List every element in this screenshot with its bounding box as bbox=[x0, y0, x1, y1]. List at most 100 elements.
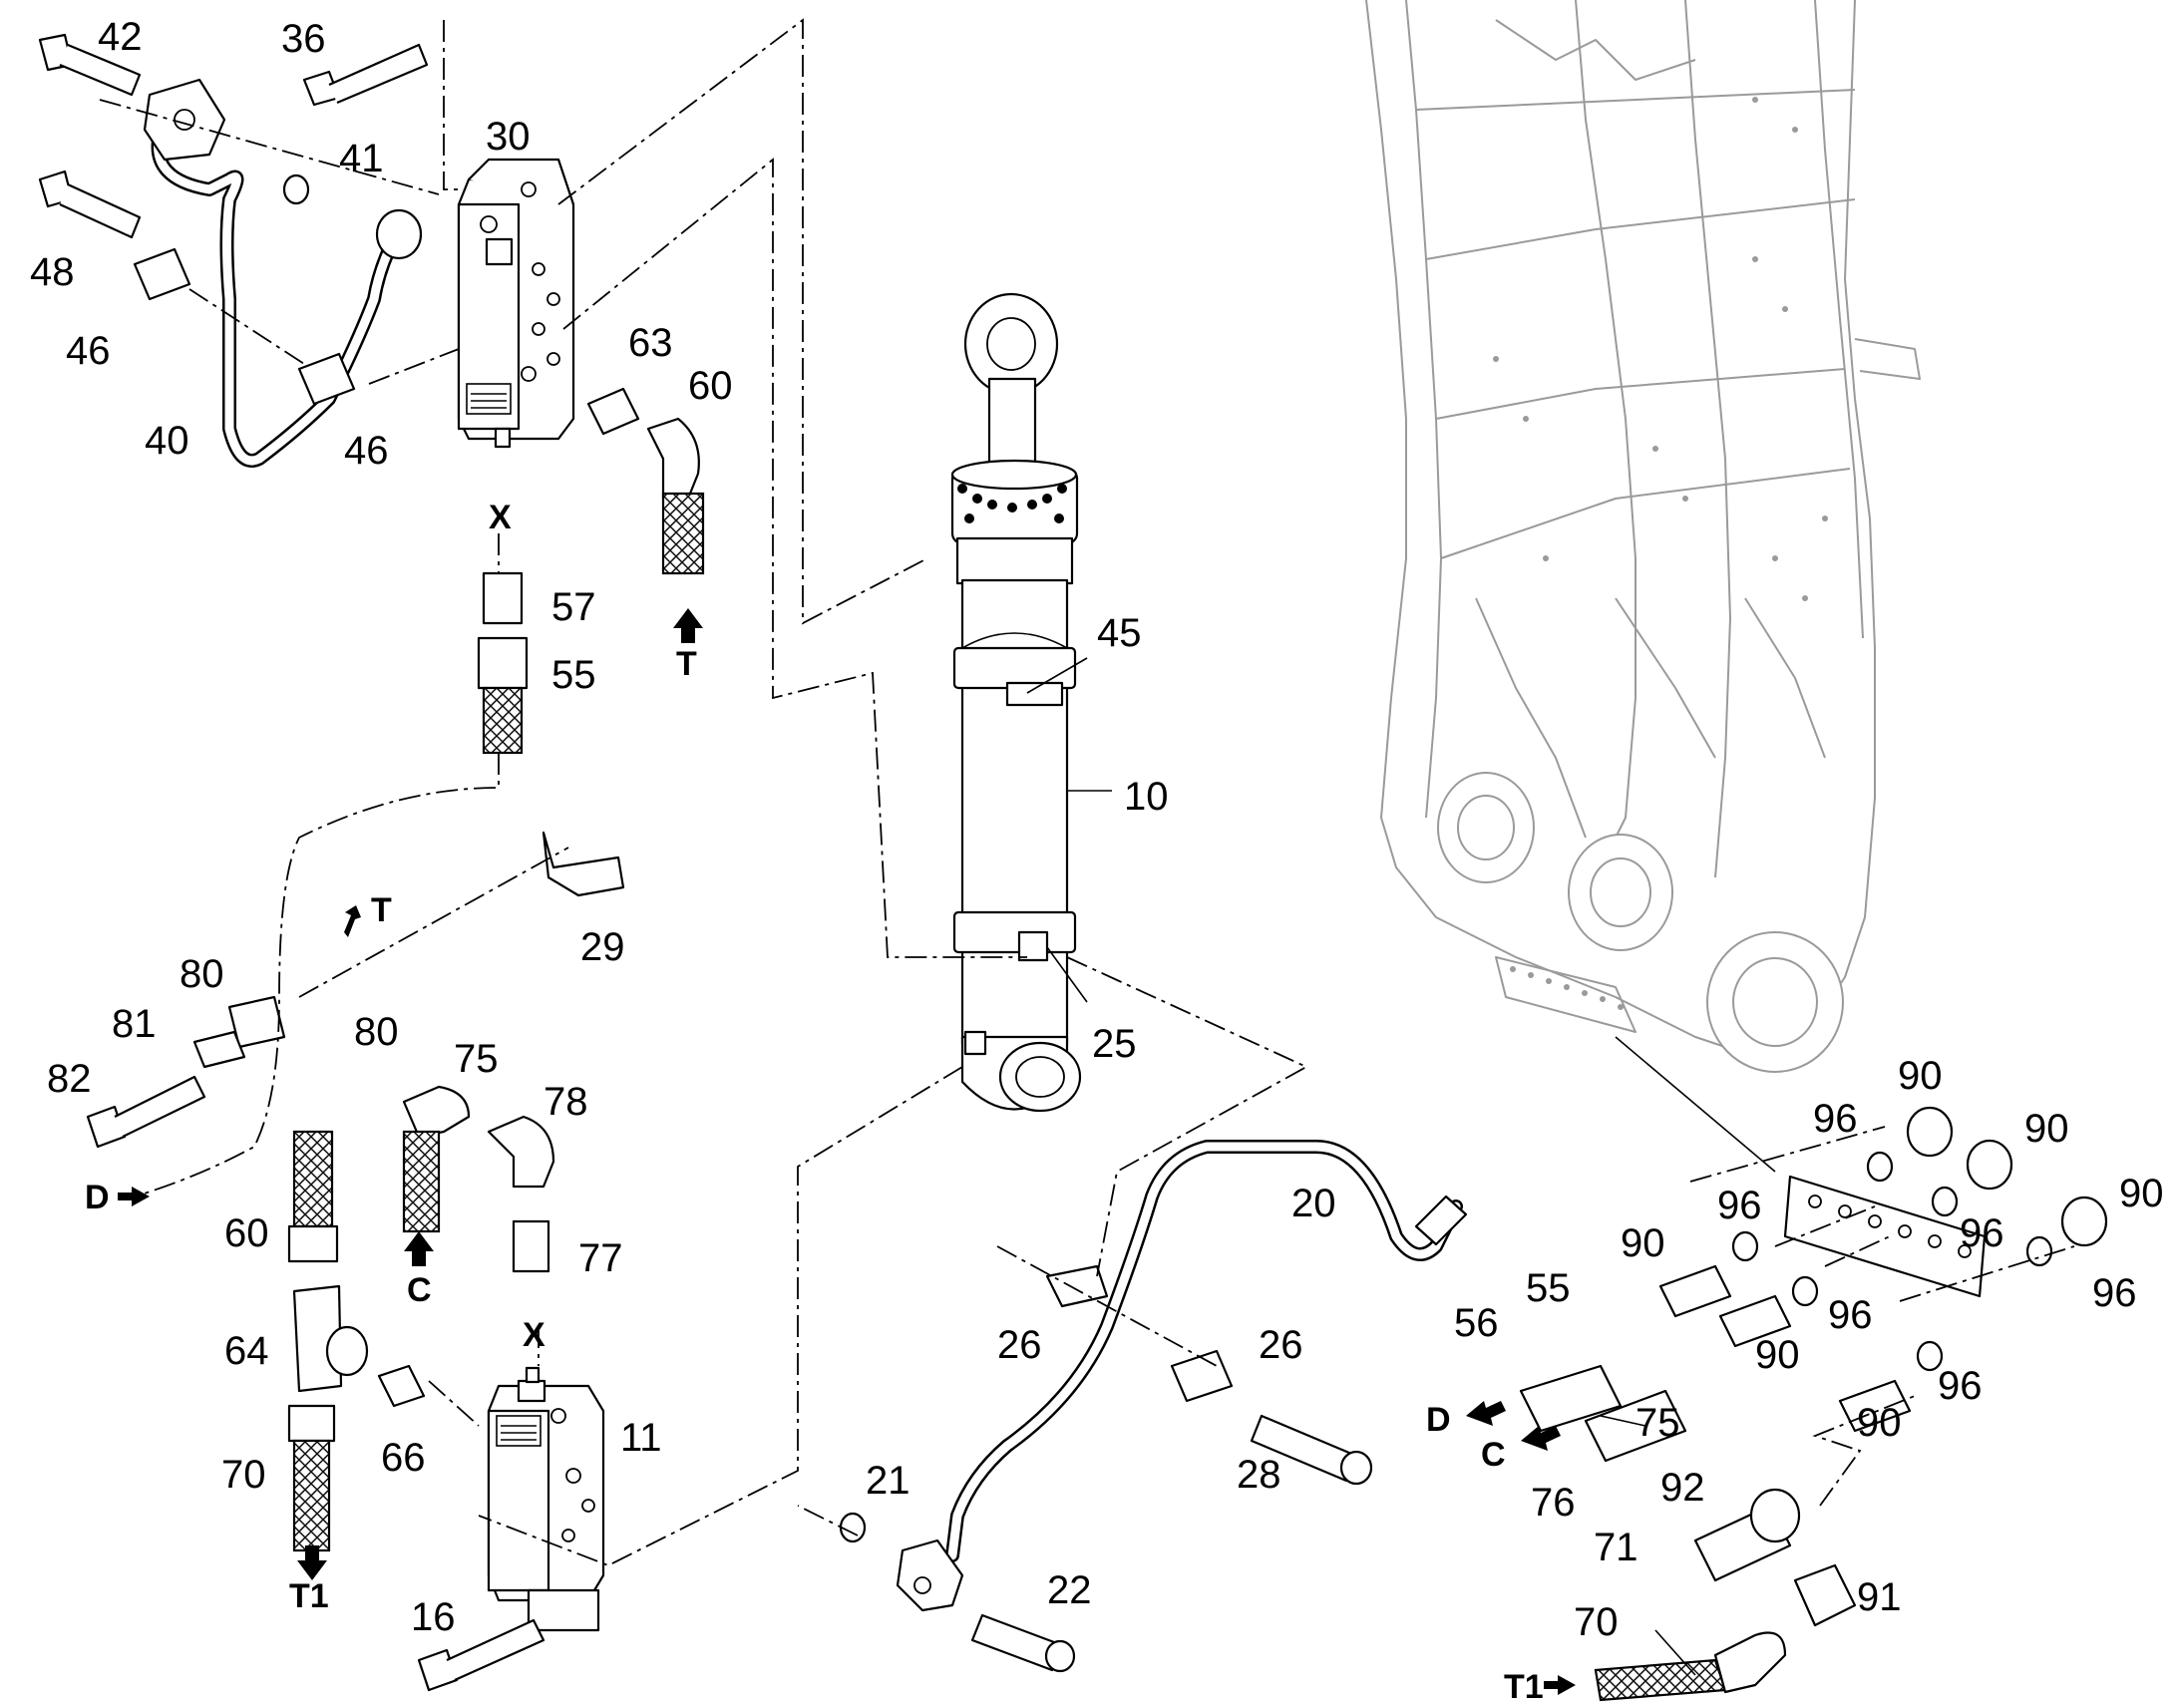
callout-28: 28 bbox=[1237, 1453, 1281, 1497]
hose-70b bbox=[1594, 1658, 1727, 1702]
callout-10: 10 bbox=[1124, 775, 1169, 819]
port-x-top: X bbox=[489, 499, 512, 536]
boom-frame bbox=[1365, 0, 1921, 1073]
callout-90b: 90 bbox=[2024, 1107, 2069, 1151]
valve-block-11 bbox=[487, 1366, 605, 1632]
bolts bbox=[38, 33, 1373, 1692]
callout-46b: 46 bbox=[344, 429, 389, 473]
hose-55 bbox=[482, 686, 524, 755]
callout-45: 45 bbox=[1097, 611, 1142, 655]
callout-90e: 90 bbox=[1755, 1333, 1800, 1377]
callout-55b: 55 bbox=[1526, 1266, 1571, 1310]
callout-63: 63 bbox=[628, 321, 673, 365]
clamp-46b bbox=[297, 352, 356, 406]
callout-22: 22 bbox=[1047, 1568, 1092, 1612]
callout-48: 48 bbox=[30, 250, 75, 294]
fitting-63 bbox=[586, 387, 640, 436]
callout-76: 76 bbox=[1531, 1481, 1576, 1525]
callout-78: 78 bbox=[544, 1080, 588, 1124]
callout-91: 91 bbox=[1857, 1575, 1902, 1619]
elbow-91 bbox=[1793, 1563, 1857, 1627]
callout-29: 29 bbox=[580, 925, 625, 969]
fitting-60b bbox=[287, 1224, 339, 1263]
callout-64: 64 bbox=[224, 1329, 269, 1373]
port-t1-left: T1 bbox=[1504, 1668, 1544, 1706]
elbow-75 bbox=[402, 1085, 471, 1139]
port-t-left: T bbox=[371, 891, 392, 929]
perforated-plate bbox=[1783, 1175, 1987, 1298]
arrow-t-diag bbox=[344, 905, 361, 937]
callout-75b: 75 bbox=[1635, 1401, 1680, 1445]
bracket-29 bbox=[542, 831, 625, 897]
clamps-and-brackets bbox=[133, 247, 1987, 1403]
callout-16: 16 bbox=[411, 1595, 456, 1639]
arrow-d-right bbox=[118, 1187, 150, 1206]
nuts-90 bbox=[1906, 1106, 2108, 1247]
callout-96d: 96 bbox=[2092, 1271, 2137, 1315]
bolt-48 bbox=[38, 170, 142, 239]
port-d-left: D bbox=[85, 1179, 110, 1216]
callout-26b: 26 bbox=[1259, 1323, 1303, 1367]
fitting-77 bbox=[512, 1219, 550, 1273]
fitting-57 bbox=[482, 571, 524, 625]
port-t1-bottom: T1 bbox=[289, 1577, 329, 1615]
callout-41: 41 bbox=[339, 137, 384, 180]
port-c-right: C bbox=[1481, 1436, 1506, 1474]
arrow-t1-right bbox=[1544, 1675, 1576, 1695]
callout-46a: 46 bbox=[66, 329, 111, 373]
hydraulic-cylinder bbox=[950, 292, 1082, 1113]
bolt-28 bbox=[1250, 1414, 1373, 1486]
callout-21: 21 bbox=[866, 1459, 910, 1503]
callout-57: 57 bbox=[551, 585, 596, 629]
plate-81 bbox=[192, 1030, 246, 1069]
valve-block-30 bbox=[457, 158, 575, 449]
callout-82: 82 bbox=[47, 1057, 92, 1101]
callout-90f: 90 bbox=[1857, 1401, 1902, 1445]
tee-92 bbox=[1693, 1488, 1801, 1582]
port-t-right: T bbox=[676, 645, 697, 683]
elbow-60 bbox=[646, 417, 700, 501]
port-x-bottom: X bbox=[523, 1316, 545, 1354]
port-labels: X X T T D C T1 D C T1 bbox=[85, 499, 1544, 1706]
callout-77: 77 bbox=[578, 1236, 623, 1280]
bolt-36 bbox=[302, 43, 429, 107]
hose-ends bbox=[1519, 1364, 1687, 1463]
arrow-t1-down bbox=[297, 1545, 327, 1580]
hose-75 bbox=[402, 1130, 441, 1233]
callout-70b: 70 bbox=[1574, 1600, 1619, 1644]
hose-60 bbox=[661, 492, 705, 575]
hose-60b bbox=[292, 1130, 334, 1228]
callout-26a: 26 bbox=[997, 1323, 1042, 1367]
washer-21 bbox=[839, 1512, 867, 1543]
arrow-c-up bbox=[404, 1231, 434, 1266]
clamp-26b bbox=[1170, 1349, 1234, 1403]
callout-60a: 60 bbox=[688, 364, 733, 408]
pipe-40 bbox=[143, 78, 423, 468]
callout-80b: 80 bbox=[354, 1010, 399, 1054]
callout-55a: 55 bbox=[551, 653, 596, 697]
port-d-right: D bbox=[1426, 1401, 1451, 1439]
callout-75a: 75 bbox=[454, 1037, 499, 1081]
bolt-82 bbox=[86, 1075, 206, 1149]
bolt-42 bbox=[38, 33, 142, 97]
callout-96f: 96 bbox=[1938, 1364, 1983, 1408]
callout-11: 11 bbox=[620, 1416, 662, 1460]
fitting-70 bbox=[287, 1404, 336, 1443]
callout-90a: 90 bbox=[1898, 1054, 1943, 1098]
bolt-16 bbox=[417, 1618, 545, 1692]
callout-66: 66 bbox=[381, 1436, 426, 1480]
callout-96a: 96 bbox=[1813, 1097, 1858, 1141]
flow-arrows bbox=[118, 608, 1576, 1695]
clamp-26a bbox=[1045, 1264, 1109, 1308]
callout-70a: 70 bbox=[221, 1453, 266, 1497]
arrow-c-left bbox=[1521, 1426, 1561, 1451]
callout-96c: 96 bbox=[1960, 1211, 2004, 1255]
callout-60b: 60 bbox=[224, 1211, 269, 1255]
callout-96b: 96 bbox=[1717, 1184, 1762, 1227]
elbow-78 bbox=[487, 1115, 555, 1189]
fitting-66 bbox=[377, 1364, 426, 1408]
washers-96 bbox=[1731, 1151, 2053, 1372]
callout-labels: 42 36 30 41 48 46 40 46 63 60 57 55 45 1… bbox=[30, 15, 2164, 1644]
callout-25: 25 bbox=[1092, 1022, 1137, 1066]
